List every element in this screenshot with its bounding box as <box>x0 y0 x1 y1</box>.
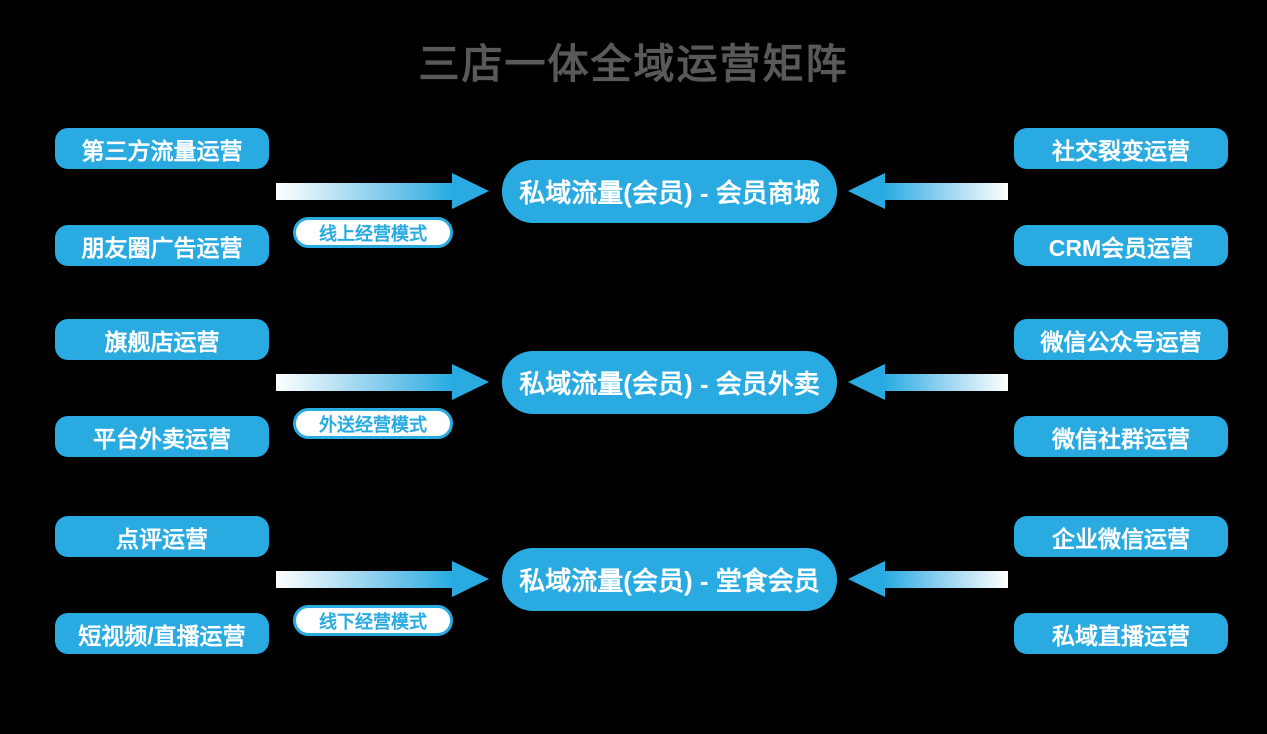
source-node-moments-ads: 朋友圈广告运营 <box>55 225 269 266</box>
flow-group-offline: 点评运营 短视频/直播运营 线下经营模式 私域流量(会员) - 堂食会员 企业微… <box>0 516 1267 661</box>
flow-group-delivery: 旗舰店运营 平台外卖运营 外送经营模式 私域流量(会员) - 会员外卖 微信公众… <box>0 319 1267 464</box>
center-node-member-mall: 私域流量(会员) - 会员商城 <box>502 160 837 223</box>
source-node-platform-takeout: 平台外卖运营 <box>55 416 269 457</box>
left-to-center-arrow-body <box>276 571 452 588</box>
source-node-social-fission: 社交裂变运营 <box>1014 128 1228 169</box>
source-node-wechat-community: 微信社群运营 <box>1014 416 1228 457</box>
flow-group-online: 第三方流量运营 朋友圈广告运营 线上经营模式 私域流量(会员) - 会员商城 社… <box>0 128 1267 273</box>
mode-label-offline: 线下经营模式 <box>293 605 453 636</box>
left-to-center-arrow-head-icon <box>452 173 489 209</box>
source-node-third-party-traffic: 第三方流量运营 <box>55 128 269 169</box>
source-node-crm-member: CRM会员运营 <box>1014 225 1228 266</box>
mode-label-delivery: 外送经营模式 <box>293 408 453 439</box>
source-node-review-ops: 点评运营 <box>55 516 269 557</box>
left-to-center-arrow-body <box>276 183 452 200</box>
right-to-center-arrow-body <box>885 183 1008 200</box>
right-to-center-arrow-head-icon <box>848 561 885 597</box>
left-to-center-arrow-head-icon <box>452 364 489 400</box>
right-to-center-arrow-body <box>885 571 1008 588</box>
left-to-center-arrow-body <box>276 374 452 391</box>
center-node-dine-in-member: 私域流量(会员) - 堂食会员 <box>502 548 837 611</box>
right-to-center-arrow-head-icon <box>848 173 885 209</box>
source-node-private-livestream: 私域直播运营 <box>1014 613 1228 654</box>
diagram-title: 三店一体全域运营矩阵 <box>418 41 849 87</box>
right-to-center-arrow-body <box>885 374 1008 391</box>
left-to-center-arrow-head-icon <box>452 561 489 597</box>
source-node-short-video-livestream: 短视频/直播运营 <box>55 613 269 654</box>
source-node-enterprise-wechat: 企业微信运营 <box>1014 516 1228 557</box>
center-node-member-takeout: 私域流量(会员) - 会员外卖 <box>502 351 837 414</box>
source-node-wechat-official-account: 微信公众号运营 <box>1014 319 1228 360</box>
mode-label-online: 线上经营模式 <box>293 217 453 248</box>
source-node-flagship-store: 旗舰店运营 <box>55 319 269 360</box>
right-to-center-arrow-head-icon <box>848 364 885 400</box>
